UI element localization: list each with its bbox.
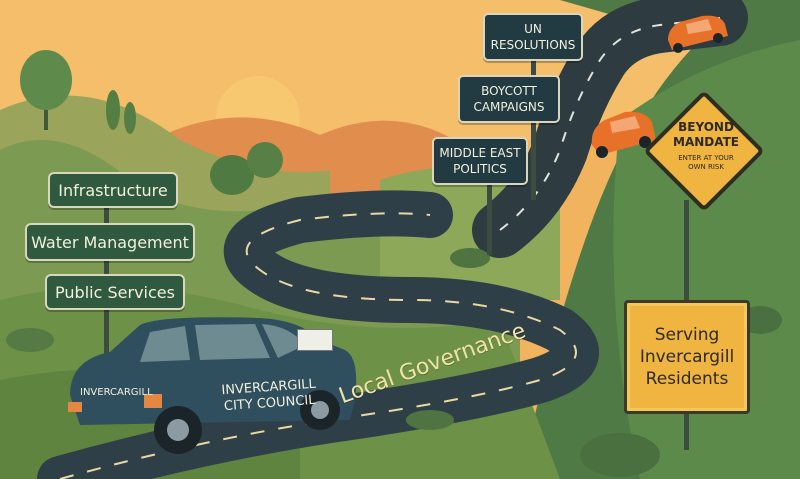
tree-icon	[20, 50, 72, 130]
residents-sign-line1: Serving	[654, 325, 720, 345]
city-council-car	[68, 317, 357, 454]
sign-infrastructure: Infrastructure	[48, 172, 178, 208]
tree-icon	[210, 142, 283, 195]
sign-water-management-label: Water Management	[31, 232, 189, 252]
sign-boycott-campaigns-label: Boycott Campaigns	[473, 84, 545, 114]
orange-car-icon	[591, 111, 656, 158]
sign-public-services: Public Services	[45, 274, 185, 310]
warning-sign-title: Beyond Mandate	[673, 120, 739, 149]
car-door-text: Invercargill City Council	[221, 377, 317, 416]
residents-sign-line3: Residents	[645, 369, 729, 389]
car-plate-text: Invercargill	[80, 387, 153, 398]
sign-boycott-campaigns: Boycott Campaigns	[458, 75, 560, 123]
sign-public-services-label: Public Services	[55, 282, 175, 302]
warning-sign: Beyond Mandate Enter at your own risk	[643, 90, 765, 212]
warning-sign-subtitle: Enter at your own risk	[678, 154, 734, 171]
residents-sign-line2: Invercargill	[639, 347, 735, 367]
tree-icon	[106, 90, 136, 134]
sign-water-management: Water Management	[25, 223, 195, 261]
residents-sign: Serving Invercargill Residents	[624, 300, 750, 414]
sign-middle-east-politics: Middle East Politics	[432, 137, 528, 185]
sign-un-resolutions-label: UN Resolutions	[490, 22, 576, 52]
sign-middle-east-politics-label: Middle East Politics	[439, 146, 521, 176]
orange-car-icon	[668, 15, 728, 53]
windshield-sticker	[297, 329, 333, 351]
sign-infrastructure-label: Infrastructure	[58, 180, 168, 200]
sign-un-resolutions: UN Resolutions	[483, 13, 583, 61]
